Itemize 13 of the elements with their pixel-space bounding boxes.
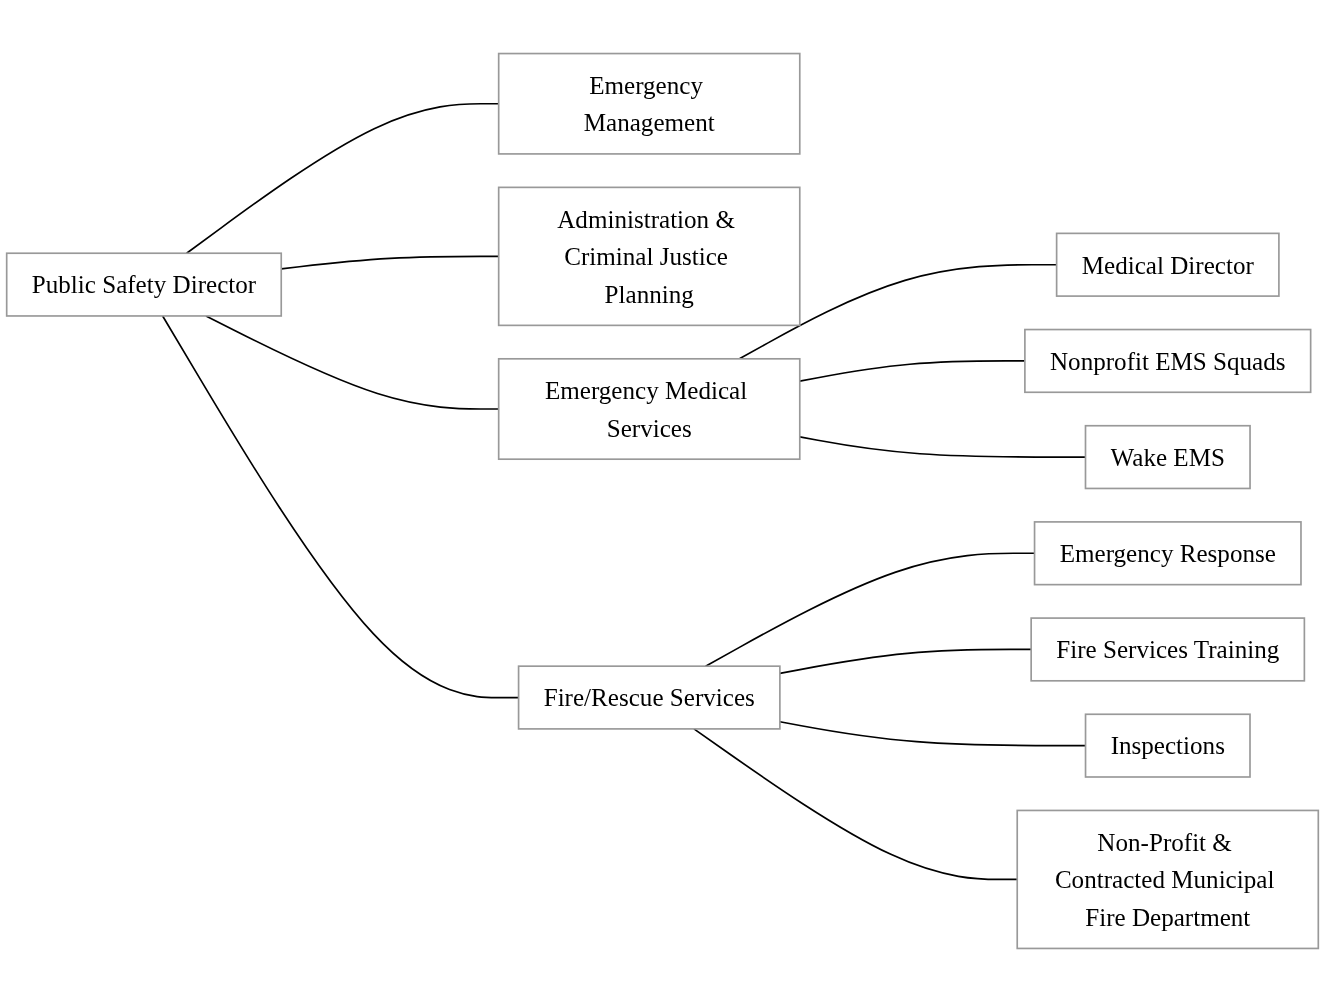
node-box: Medical Director bbox=[1055, 232, 1280, 297]
node-box: Administration & Criminal Justice Planning bbox=[497, 186, 801, 327]
node-box: Emergency Management bbox=[497, 52, 801, 155]
node-box: Emergency Medical Services bbox=[497, 358, 801, 460]
node-box: Fire/Rescue Services bbox=[517, 665, 781, 730]
node-box: Inspections bbox=[1084, 713, 1251, 778]
node-box: Nonprofit EMS Squads bbox=[1024, 328, 1312, 394]
node-box: Non-Profit & Contracted Municipal Fire Department bbox=[1016, 809, 1320, 950]
connector bbox=[779, 648, 1032, 675]
node-box: Emergency Response bbox=[1033, 521, 1302, 586]
node-box: Fire Services Training bbox=[1030, 617, 1306, 682]
node-box: Wake EMS bbox=[1084, 424, 1251, 490]
node-box: Public Safety Director bbox=[5, 252, 283, 317]
